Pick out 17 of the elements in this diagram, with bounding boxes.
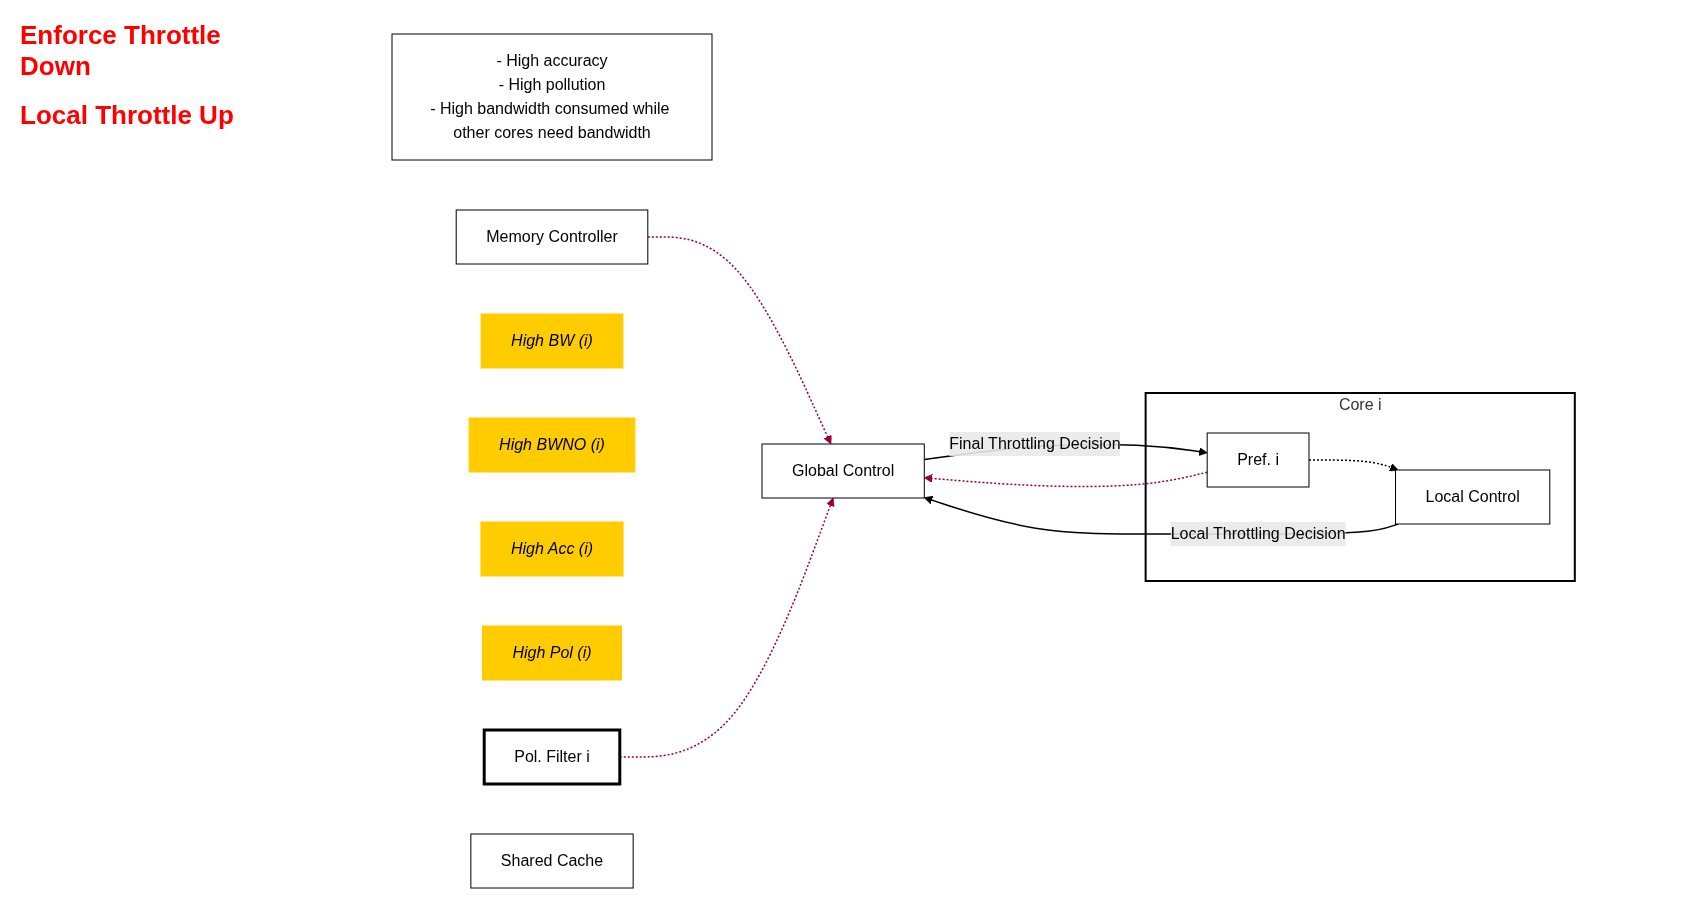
node-box: Pol. Filter i	[482, 728, 622, 785]
node-box: - High accuracy - High pollution - High bandwidth consumed while other cores need bandwidth	[391, 33, 713, 160]
node-box: Pref. i	[1206, 432, 1310, 487]
note-text: Local Throttle Up	[20, 100, 235, 131]
arrow	[647, 235, 832, 444]
node-box: Global Control	[761, 443, 925, 498]
arrow	[923, 470, 1208, 487]
node-box: High BWNO (i)	[468, 417, 636, 472]
note-text: Enforce Throttle Down	[20, 20, 222, 82]
node-box: Local Control	[1395, 469, 1551, 524]
node-box: High Pol (i)	[482, 625, 623, 680]
edge-label: Final Throttling Decision	[949, 434, 1121, 452]
node-box: High Acc (i)	[480, 521, 624, 576]
node-box: High BW (i)	[480, 313, 624, 368]
edge-label: Local Throttling Decision	[1170, 524, 1346, 542]
node-box: Shared Cache	[470, 833, 634, 888]
node-box: Memory Controller	[455, 209, 649, 264]
